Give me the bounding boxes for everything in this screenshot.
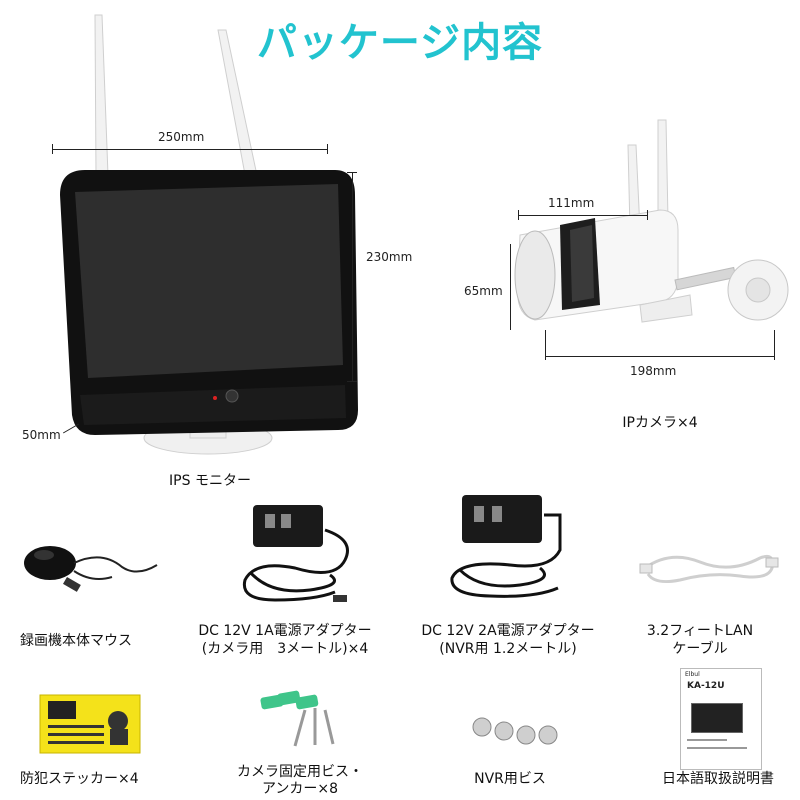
monitor-height-label: 230mm (366, 250, 413, 264)
adapter2-label-line2: (NVR用 1.2メートル) (439, 641, 577, 657)
sticker-image (39, 694, 141, 754)
nvr-screws-image (472, 717, 558, 745)
adapter2-image (450, 495, 562, 598)
manual-cover-picture (691, 703, 743, 733)
monitor-depth-label: 50mm (22, 428, 61, 442)
dim-tick (518, 210, 519, 220)
monitor-label: IPS モニター (169, 473, 251, 489)
camera-screws-label-line2: アンカー×8 (261, 781, 339, 797)
mouse-image (24, 546, 158, 592)
adapter2-label-line1: DC 12V 2A電源アダプター (421, 623, 595, 639)
lan-label-line1: 3.2フィートLAN (646, 623, 754, 639)
manual-image: Elbul KA-12U (680, 668, 762, 770)
monitor-height-line (352, 172, 353, 382)
dim-tick (52, 144, 53, 154)
dim-tick (347, 381, 357, 382)
camera-label: IPカメラ×4 (622, 415, 698, 431)
monitor-image (60, 14, 358, 455)
camera-length-label: 198mm (630, 364, 677, 378)
dim-tick (647, 210, 648, 220)
manual-label: 日本語取扱説明書 (662, 771, 774, 787)
manual-text-line (687, 739, 727, 741)
camera-length-line (545, 356, 775, 357)
manual-brand: Elbul (685, 671, 700, 678)
monitor-width-label: 250mm (158, 130, 205, 144)
dim-tick (327, 144, 328, 154)
page-title: パッケージ内容 (256, 20, 544, 66)
sticker-label: 防犯ステッカー×4 (20, 771, 139, 787)
dim-tick (774, 330, 775, 360)
monitor-width-line (52, 149, 328, 150)
nvr-screws-label: NVR用ビス (474, 771, 546, 787)
camera-height-label: 65mm (464, 284, 503, 298)
manual-model: KA-12U (687, 681, 725, 691)
adapter1-label-line1: DC 12V 1A電源アダプター (198, 623, 372, 639)
adapter1-label-line2: (カメラ用 3メートル)×4 (201, 641, 369, 657)
camera-width-line (518, 215, 648, 216)
dim-tick (347, 172, 357, 173)
dim-tick (545, 330, 546, 360)
mouse-label: 録画機本体マウス (20, 633, 132, 649)
manual-text-line (687, 747, 747, 749)
camera-width-label: 111mm (548, 196, 595, 210)
adapter1-image (242, 505, 349, 602)
lan-label-line2: ケーブル (672, 641, 728, 657)
camera-screws-image (260, 690, 335, 747)
lan-cable-image (639, 554, 779, 583)
camera-height-line (510, 244, 511, 330)
camera-screws-label-line1: カメラ固定用ビス・ (237, 764, 363, 780)
camera-image (514, 119, 789, 323)
